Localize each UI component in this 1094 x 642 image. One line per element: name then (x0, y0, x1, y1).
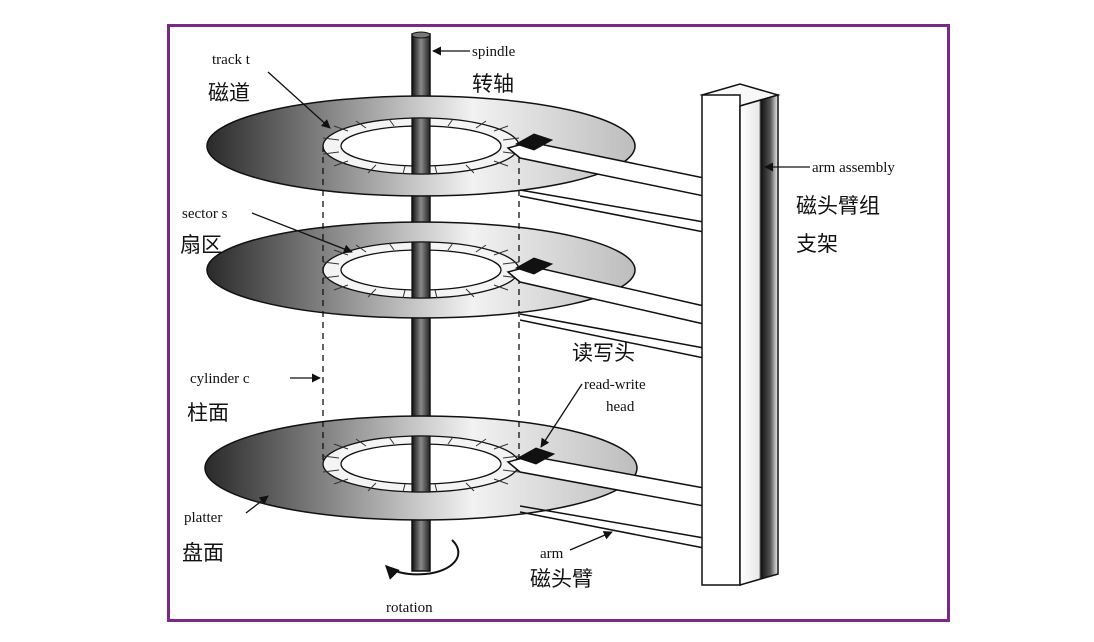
sector-label-zh: 扇区 (180, 233, 222, 257)
arm-label-en: arm (540, 546, 564, 562)
spindle-label-zh: 转轴 (472, 72, 514, 96)
platter-top (206, 95, 636, 197)
cylinder-outline (322, 146, 520, 464)
platter-bottom (204, 415, 638, 521)
arm-label-zh: 磁头臂 (530, 567, 593, 591)
sector-leader (251, 212, 353, 254)
platter-label-en: platter (184, 510, 222, 526)
track-label-zh: 磁道 (208, 81, 250, 105)
cylinder-label-en: cylinder c (190, 371, 250, 387)
spindle-label-en: spindle (472, 44, 516, 60)
track-leader (267, 71, 331, 129)
arm-assembly-label-en: arm assembly (812, 160, 895, 176)
sector-label-en: sector s (182, 206, 228, 222)
track-label-en: track t (212, 52, 251, 68)
read-write-heads (514, 133, 556, 465)
platter-leader (245, 495, 269, 514)
rw-head-label-en2: head (606, 399, 635, 415)
arm-assembly-label-zh1: 磁头臂组 (796, 194, 880, 218)
cylinder-label-zh: 柱面 (187, 401, 229, 425)
rw-head-label-zh: 读写头 (572, 341, 635, 365)
rotation-label: rotation (386, 600, 433, 616)
platter-label-zh: 盘面 (182, 541, 224, 565)
arm-assembly-label-zh2: 支架 (796, 232, 838, 256)
arm-assembly-post (699, 83, 781, 586)
arm-leader (569, 531, 613, 551)
rotation-arrow (385, 539, 460, 580)
rw-head-leader (540, 383, 583, 448)
rw-head-label-en1: read-write (584, 377, 646, 393)
platter-middle (206, 221, 636, 319)
